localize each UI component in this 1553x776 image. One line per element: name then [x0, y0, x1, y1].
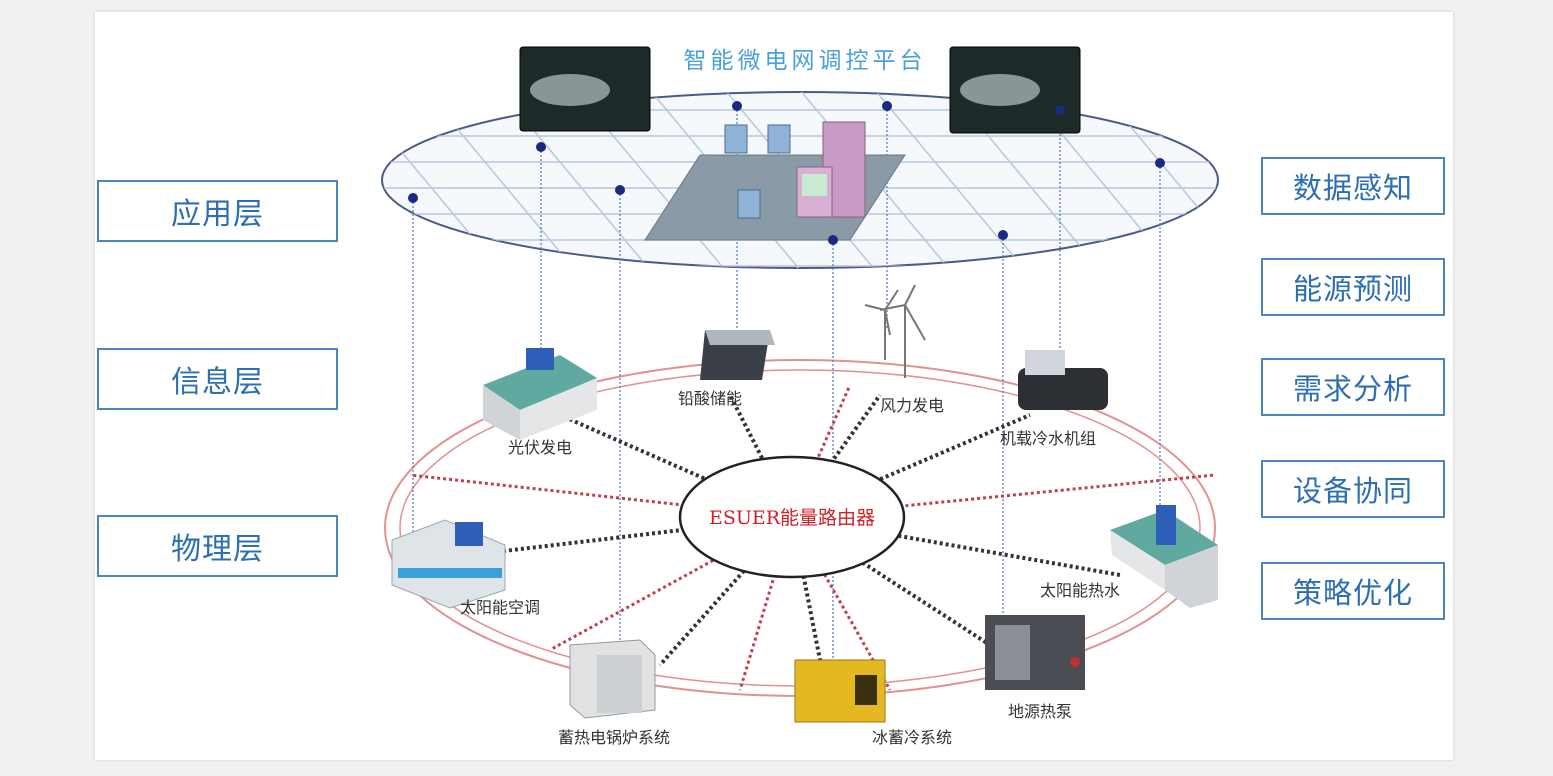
monitor-icon [519, 46, 651, 132]
node-dot [882, 101, 892, 111]
label-ice-storage: 冰蓄冷系统 [872, 728, 952, 747]
spoke-link [728, 394, 794, 518]
node-dot [1155, 158, 1165, 168]
function-energy-forecast: 能源预测 [1261, 258, 1445, 316]
boiler-icon [569, 639, 656, 719]
solar-water-icon [1110, 505, 1218, 608]
node-dot [408, 193, 418, 203]
spoke-link-red [791, 473, 1216, 519]
label-boiler: 蓄热电锅炉系统 [558, 728, 670, 747]
workstation-icon [737, 189, 761, 219]
node-dot [615, 185, 625, 195]
function-data-sensing: 数据感知 [1261, 157, 1445, 215]
function-strategy-optimization: 策略优化 [1261, 562, 1445, 620]
layer-physical: 物理层 [97, 515, 338, 577]
label-ground-heat-pump: 地源热泵 [1008, 702, 1072, 721]
label-solar-ac: 太阳能空调 [460, 598, 540, 617]
pv-building-icon [483, 348, 597, 440]
node-dot [828, 235, 838, 245]
label-wind: 风力发电 [880, 396, 944, 415]
ice-storage-icon [794, 659, 886, 723]
node-dot [1055, 105, 1065, 115]
platform-title: 智能微电网调控平台 [684, 48, 927, 74]
node-dot [998, 230, 1008, 240]
label-pv: 光伏发电 [508, 438, 572, 457]
workstation-icon [724, 124, 748, 154]
spoke-link-red [409, 473, 793, 519]
layer-information: 信息层 [97, 348, 338, 410]
chiller-icon [1018, 350, 1108, 410]
function-demand-analysis: 需求分析 [1261, 358, 1445, 416]
wind-turbine-icon [864, 284, 926, 378]
ground-heat-pump-icon [985, 615, 1085, 690]
node-dot [732, 101, 742, 111]
solar-ac-icon [391, 519, 506, 609]
server-platform [644, 121, 906, 241]
workstation-icon [767, 124, 791, 154]
label-chiller: 机载冷水机组 [1000, 429, 1096, 448]
monitor-icon [949, 46, 1081, 134]
function-device-coordination: 设备协同 [1261, 460, 1445, 518]
layer-application: 应用层 [97, 180, 338, 242]
router-label: ESUER能量路由器 [709, 507, 875, 529]
label-solar-water: 太阳能热水 [1040, 581, 1120, 600]
battery-icon [700, 330, 775, 380]
label-battery: 铅酸储能 [678, 389, 742, 408]
spoke-link-red [549, 515, 793, 652]
node-dot [536, 142, 546, 152]
energy-router: ESUER能量路由器 [678, 455, 906, 579]
